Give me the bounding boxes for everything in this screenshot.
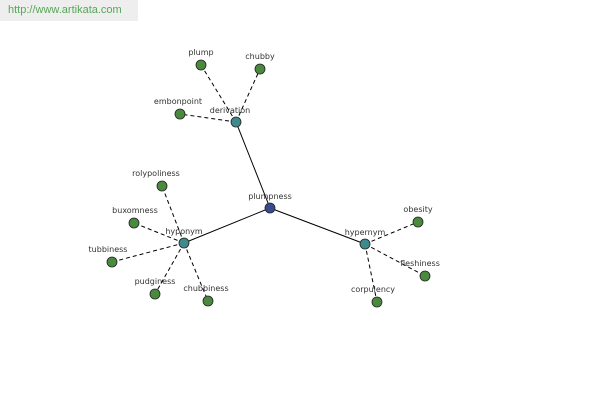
fleshiness-node-circle[interactable]	[419, 270, 431, 282]
edge-hypernym-corpulency	[364, 243, 378, 303]
plumpness-node-label: plumpness	[248, 192, 292, 201]
obesity-node-label: obesity	[403, 205, 432, 214]
node-hyponym[interactable]: hyponym	[165, 227, 203, 249]
node-buxomness[interactable]: buxomness	[112, 206, 158, 229]
edge-hyponym-tubbiness	[111, 242, 185, 263]
edge-hyponym-pudginess	[154, 242, 185, 295]
edge-derivation-chubby	[235, 68, 261, 123]
tubbiness-node-label: tubbiness	[89, 245, 128, 254]
node-fleshiness[interactable]: fleshiness	[400, 259, 440, 282]
obesity-node-circle[interactable]	[412, 216, 424, 228]
plump-node-label: plump	[188, 48, 213, 57]
chubbiness-node-circle[interactable]	[202, 295, 214, 307]
edge-hypernym-obesity	[364, 221, 419, 245]
edge-hyponym-buxomness	[133, 222, 185, 244]
derivation-node-label: derivation	[210, 106, 250, 115]
rolypoliness-node-circle[interactable]	[156, 180, 168, 192]
node-plumpness[interactable]: plumpness	[248, 192, 292, 214]
plumpness-node-circle[interactable]	[264, 202, 276, 214]
edge-plumpness-hypernym	[269, 207, 366, 245]
node-plump[interactable]: plump	[188, 48, 214, 71]
hypernym-node-label: hypernym	[345, 228, 386, 237]
corpulency-node-circle[interactable]	[371, 296, 383, 308]
edge-plumpness-derivation	[235, 121, 271, 209]
node-pudginess[interactable]: pudginess	[135, 277, 176, 300]
chubbiness-node-label: chubbiness	[183, 284, 228, 293]
pudginess-node-label: pudginess	[135, 277, 176, 286]
edges-layer	[111, 64, 426, 303]
edge-plumpness-hyponym	[183, 207, 271, 244]
embonpoint-node-circle[interactable]	[174, 108, 186, 120]
buxomness-node-circle[interactable]	[128, 217, 140, 229]
node-chubbiness[interactable]: chubbiness	[183, 284, 229, 307]
hyponym-node-label: hyponym	[165, 227, 203, 236]
rolypoliness-node-label: rolypoliness	[132, 169, 180, 178]
site-url-badge: http://www.artikata.com	[0, 0, 138, 21]
node-chubby[interactable]: chubby	[245, 52, 275, 75]
edge-hyponym-chubbiness	[183, 242, 209, 302]
chubby-node-label: chubby	[245, 52, 275, 61]
node-embonpoint[interactable]: embonpoint	[154, 97, 202, 120]
pudginess-node-circle[interactable]	[149, 288, 161, 300]
node-derivation[interactable]: derivation	[210, 106, 250, 128]
hypernym-node-circle[interactable]	[359, 238, 371, 250]
node-corpulency[interactable]: corpulency	[351, 285, 395, 308]
node-hypernym[interactable]: hypernym	[345, 228, 386, 250]
derivation-node-circle[interactable]	[230, 116, 242, 128]
node-obesity[interactable]: obesity	[403, 205, 433, 228]
fleshiness-node-label: fleshiness	[400, 259, 440, 268]
chubby-node-circle[interactable]	[254, 63, 266, 75]
nodes-layer: plumpness derivation hyponym hypernym plump c…	[89, 48, 440, 308]
node-tubbiness[interactable]: tubbiness	[89, 245, 128, 268]
plump-node-circle[interactable]	[195, 59, 207, 71]
edge-hypernym-fleshiness	[364, 243, 426, 277]
tubbiness-node-circle[interactable]	[106, 256, 118, 268]
edge-derivation-embonpoint	[179, 113, 237, 123]
site-url-text: http://www.artikata.com	[8, 4, 122, 16]
embonpoint-node-label: embonpoint	[154, 97, 202, 106]
edge-hyponym-rolypoliness	[161, 185, 185, 244]
hyponym-node-circle[interactable]	[178, 237, 190, 249]
node-rolypoliness[interactable]: rolypoliness	[132, 169, 180, 192]
buxomness-node-label: buxomness	[112, 206, 158, 215]
corpulency-node-label: corpulency	[351, 285, 395, 294]
